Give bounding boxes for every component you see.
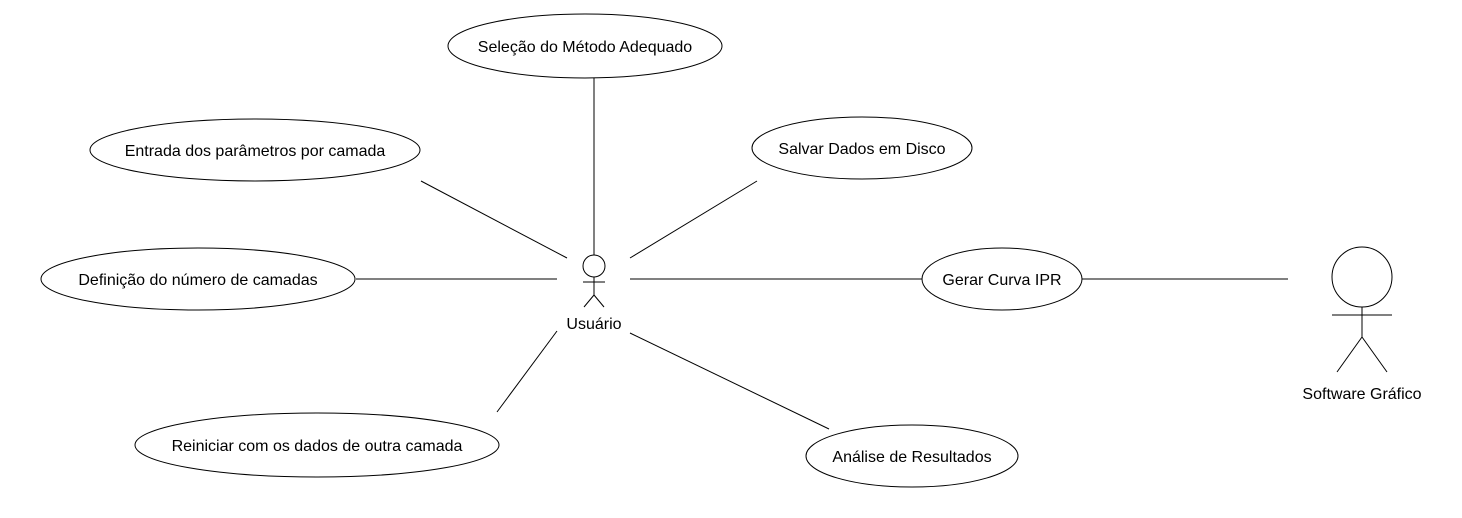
use-case-entrada[interactable]: Entrada dos parâmetros por camada	[89, 118, 421, 182]
use-case-reiniciar[interactable]: Reiniciar com os dados de outra camada	[134, 412, 500, 478]
actor-software-label: Software Gráfico	[1302, 386, 1421, 403]
use-case-salvar-label: Salvar Dados em Disco	[778, 141, 945, 158]
use-case-definicao[interactable]: Definição do número de camadas	[40, 247, 356, 311]
use-case-reiniciar-label: Reiniciar com os dados de outra camada	[172, 438, 463, 455]
actor-user[interactable]: Usuário	[566, 254, 622, 333]
association-user-salvar	[629, 180, 758, 259]
association-user-entrada	[420, 180, 568, 259]
use-case-salvar[interactable]: Salvar Dados em Disco	[751, 116, 973, 180]
actor-user-label: Usuário	[566, 316, 621, 333]
use-case-metodo[interactable]: Seleção do Método Adequado	[447, 13, 723, 79]
use-case-gerar-label: Gerar Curva IPR	[942, 272, 1061, 289]
association-user-analise	[629, 332, 830, 430]
use-case-analise-label: Análise de Resultados	[832, 449, 991, 466]
use-case-entrada-label: Entrada dos parâmetros por camada	[125, 143, 386, 160]
use-case-gerar[interactable]: Gerar Curva IPR	[921, 247, 1083, 311]
actor-software[interactable]: Software Gráfico	[1302, 246, 1422, 403]
use-case-definicao-label: Definição do número de camadas	[78, 272, 317, 289]
actor-user-icon	[582, 254, 606, 308]
use-case-analise[interactable]: Análise de Resultados	[805, 424, 1019, 488]
use-case-metodo-label: Seleção do Método Adequado	[478, 39, 693, 56]
actor-software-icon	[1331, 246, 1393, 373]
association-user-reiniciar	[496, 330, 558, 413]
